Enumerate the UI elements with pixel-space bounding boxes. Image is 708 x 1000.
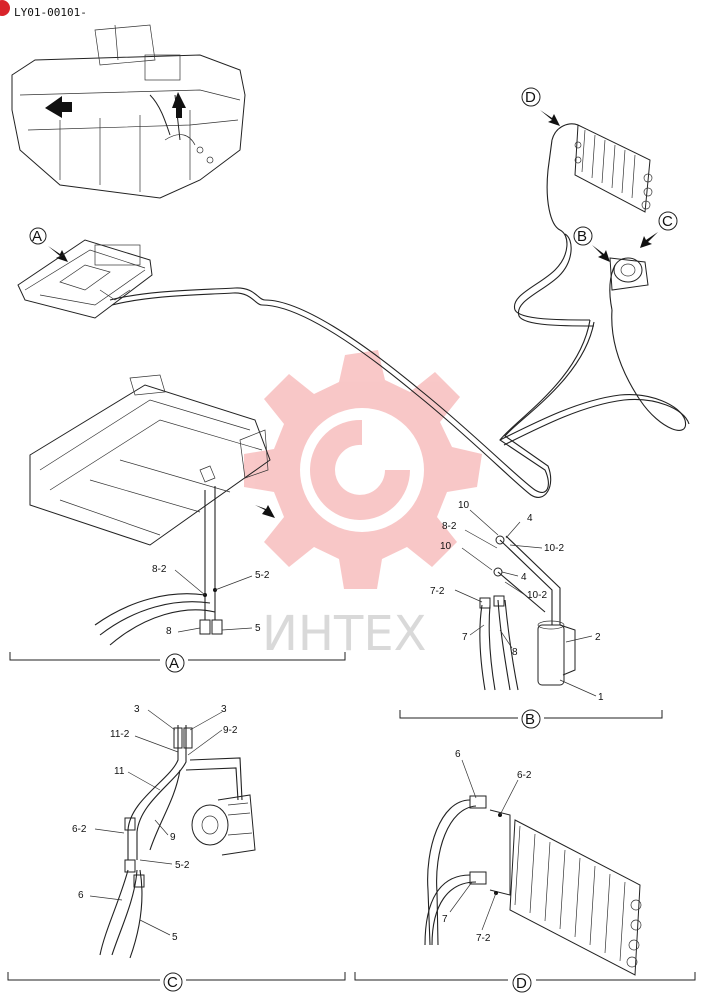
divider-b: B bbox=[399, 709, 663, 729]
svg-text:C: C bbox=[662, 213, 673, 230]
svg-text:11-2: 11-2 bbox=[110, 729, 130, 740]
divider-a: A bbox=[9, 652, 346, 673]
chassis-frame bbox=[29, 374, 275, 546]
svg-text:8: 8 bbox=[512, 647, 518, 658]
svg-text:8: 8 bbox=[166, 626, 172, 637]
svg-text:4: 4 bbox=[521, 572, 527, 583]
svg-text:9: 9 bbox=[170, 832, 176, 843]
svg-text:3: 3 bbox=[221, 704, 227, 715]
diagram-code: LY01-00101- bbox=[14, 6, 87, 19]
svg-text:A: A bbox=[169, 655, 179, 672]
corner-badge bbox=[0, 0, 10, 16]
svg-text:6-2: 6-2 bbox=[72, 824, 87, 835]
condenser-top bbox=[574, 124, 653, 213]
svg-text:7: 7 bbox=[442, 914, 448, 925]
svg-text:6-2: 6-2 bbox=[517, 770, 532, 781]
svg-text:A: A bbox=[32, 228, 42, 245]
svg-text:8-2: 8-2 bbox=[152, 564, 167, 575]
detail-b: 10 4 8-2 10-2 10 4 7-2 10-2 7 8 2 1 bbox=[430, 500, 604, 703]
svg-text:6: 6 bbox=[78, 890, 84, 901]
svg-text:7-2: 7-2 bbox=[476, 933, 491, 944]
svg-text:10-2: 10-2 bbox=[544, 543, 564, 554]
divider-c: C bbox=[7, 972, 346, 992]
svg-text:B: B bbox=[525, 711, 535, 728]
compressor-top bbox=[609, 257, 649, 291]
detail-c: 3 3 11-2 9-2 11 6-2 9 5-2 6 5 bbox=[72, 704, 256, 959]
svg-text:5-2: 5-2 bbox=[255, 570, 270, 581]
compressor-icon bbox=[191, 794, 256, 856]
svg-text:10: 10 bbox=[440, 541, 452, 552]
view-marker-a: A bbox=[29, 227, 68, 262]
svg-text:1: 1 bbox=[598, 692, 604, 703]
aircon-unit bbox=[17, 239, 153, 319]
svg-text:6: 6 bbox=[455, 749, 461, 760]
svg-text:10-2: 10-2 bbox=[527, 590, 547, 601]
svg-text:5: 5 bbox=[172, 932, 178, 943]
svg-text:4: 4 bbox=[527, 513, 533, 524]
svg-text:2: 2 bbox=[595, 632, 601, 643]
svg-text:D: D bbox=[525, 89, 536, 106]
svg-text:8-2: 8-2 bbox=[442, 521, 457, 532]
svg-text:9-2: 9-2 bbox=[223, 725, 238, 736]
svg-text:5-2: 5-2 bbox=[175, 860, 190, 871]
view-marker-d-top: D bbox=[521, 87, 560, 126]
svg-text:5: 5 bbox=[255, 623, 261, 634]
svg-text:7-2: 7-2 bbox=[430, 586, 445, 597]
svg-text:11: 11 bbox=[114, 766, 125, 777]
svg-text:10: 10 bbox=[458, 500, 470, 511]
detail-d: 6 6-2 7 7-2 bbox=[424, 749, 642, 976]
view-marker-b-top: B bbox=[573, 226, 610, 262]
watermark-gear-icon bbox=[244, 350, 482, 589]
svg-text:7: 7 bbox=[462, 632, 468, 643]
svg-text:D: D bbox=[516, 975, 527, 992]
view-marker-c-top: C bbox=[640, 211, 678, 248]
watermark-text: ИНТЕХ bbox=[262, 606, 427, 662]
machine-overview bbox=[11, 24, 246, 199]
divider-d: D bbox=[354, 972, 696, 993]
svg-text:C: C bbox=[167, 974, 178, 991]
detail-a: 8-2 5-2 8 5 bbox=[94, 486, 270, 646]
svg-text:B: B bbox=[577, 228, 587, 245]
svg-text:3: 3 bbox=[134, 704, 140, 715]
